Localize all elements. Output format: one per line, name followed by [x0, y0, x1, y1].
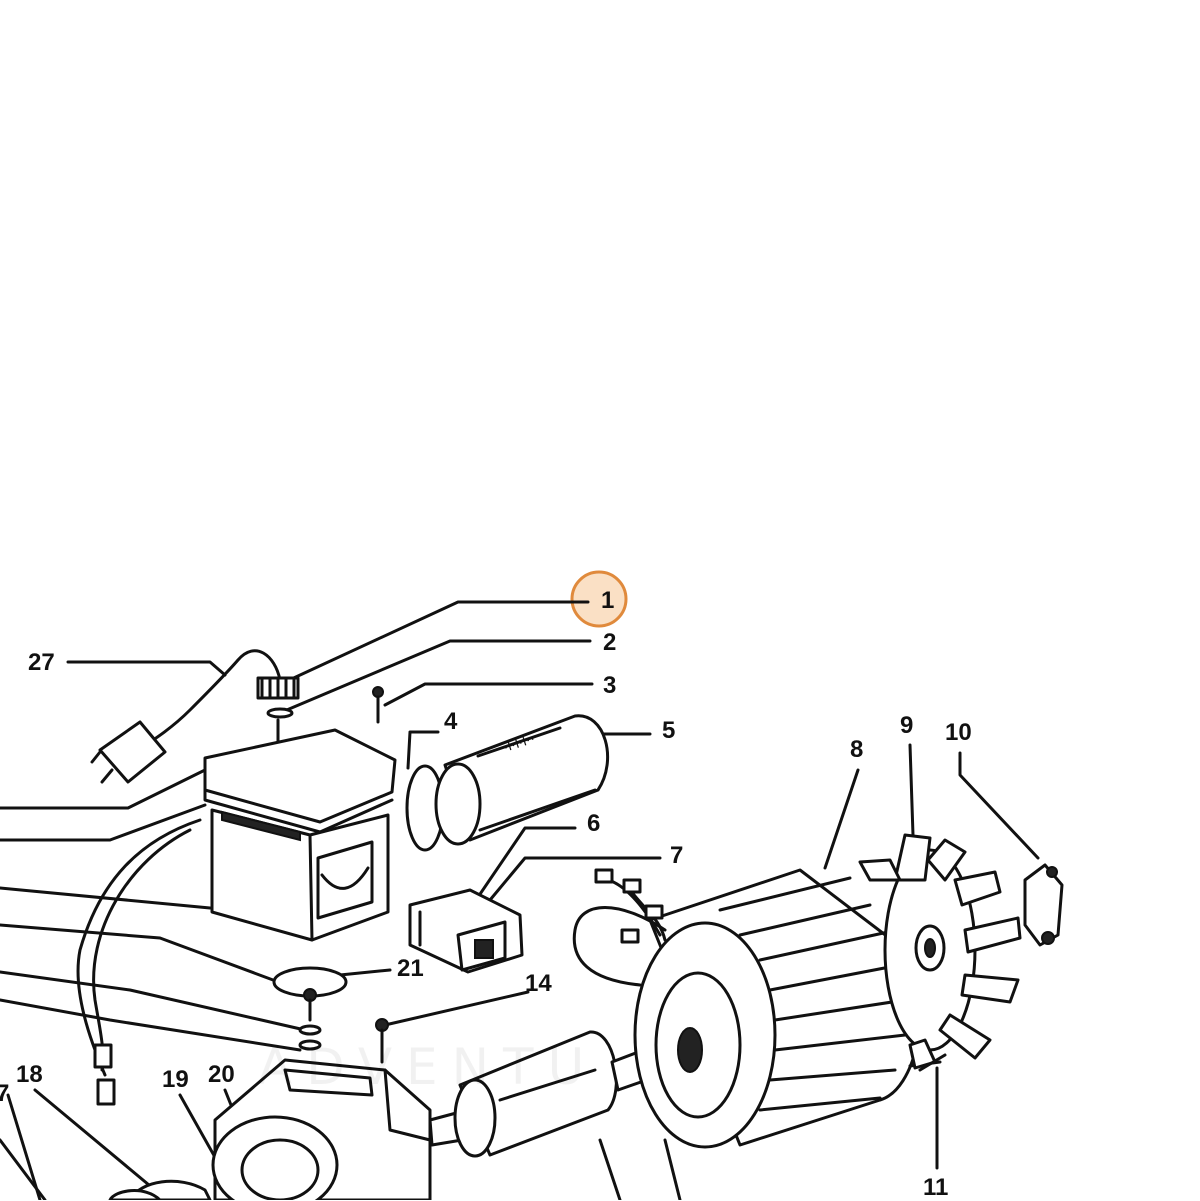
wiring: [76, 818, 202, 1106]
leader-6: [474, 826, 577, 902]
small-fasteners: [298, 988, 389, 1064]
callout-14[interactable]: 14: [525, 970, 552, 997]
leader-27: [66, 660, 227, 677]
plug: [98, 720, 167, 784]
leader-14: [383, 990, 530, 1027]
leader-left-b: [0, 803, 207, 842]
watermark: ADVENTU: [258, 1038, 599, 1096]
leader-8: [823, 768, 860, 870]
bottom-left-parts: [0, 1138, 682, 1200]
leader-left-c: [0, 886, 212, 910]
leader-1: [283, 600, 590, 684]
leader-10: [958, 751, 1040, 860]
leader-7b: [6, 1093, 42, 1200]
callout-1[interactable]: 1: [601, 587, 615, 614]
stator: [572, 868, 942, 1149]
terminal-box: [203, 728, 397, 942]
callout-9[interactable]: 9: [900, 712, 914, 739]
switch: [408, 888, 524, 974]
leader-left-a: [0, 768, 207, 810]
leader-4: [406, 730, 440, 770]
leader-7: [488, 856, 662, 902]
leader-18: [33, 1088, 157, 1192]
screw-3: [372, 686, 384, 724]
leader-left-d: [0, 923, 302, 992]
leader-left-e: [0, 970, 307, 1032]
callout-1-highlight: [570, 570, 628, 628]
leader-2: [280, 639, 592, 714]
leader-left-f: [0, 998, 302, 1052]
fan: [858, 833, 1022, 1070]
callout-8[interactable]: 8: [850, 736, 864, 763]
fan-clip: [1023, 863, 1064, 947]
callout-3[interactable]: 3: [603, 672, 617, 699]
callout-7[interactable]: 7: [670, 842, 684, 869]
pump-housing: [128, 1058, 432, 1200]
bolt-11: [918, 1053, 947, 1072]
power-cord: [90, 649, 282, 784]
callout-7-lower[interactable]: 7: [0, 1080, 10, 1107]
callout-5[interactable]: 5: [662, 717, 676, 744]
callout-6[interactable]: 6: [587, 810, 601, 837]
callout-27[interactable]: 27: [28, 649, 55, 676]
callout-10[interactable]: 10: [945, 719, 972, 746]
cable-gland: [256, 676, 300, 757]
callout-18[interactable]: 18: [16, 1061, 43, 1088]
callout-21[interactable]: 21: [397, 955, 424, 982]
callout-11[interactable]: 11: [923, 1174, 949, 1201]
callout-19[interactable]: 19: [162, 1066, 189, 1093]
callout-20[interactable]: 20: [208, 1061, 235, 1088]
callout-4[interactable]: 4: [444, 708, 458, 735]
capacitor: ·ſ·l·l··: [405, 714, 609, 852]
leader-21: [338, 968, 392, 977]
leader-9: [908, 743, 915, 837]
callout-2[interactable]: 2: [603, 629, 617, 656]
leader-3: [383, 682, 594, 707]
